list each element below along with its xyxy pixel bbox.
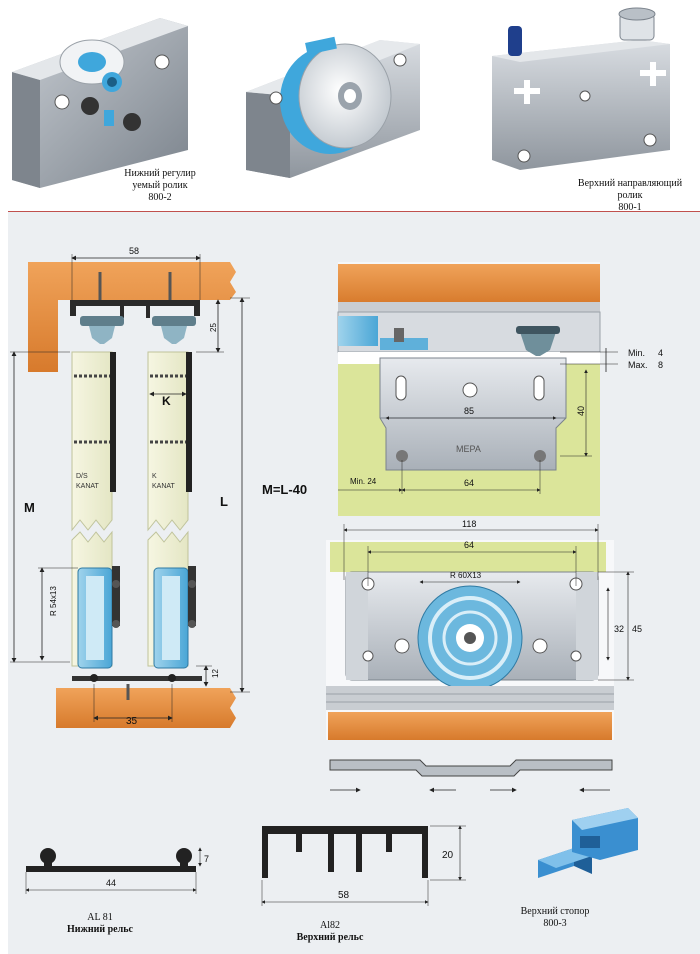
al81-profile: 44 7 44 — [25, 847, 209, 894]
bracket-plate — [379, 357, 567, 471]
al82-name: Верхний рельс — [296, 932, 364, 943]
min-label: Min. — [628, 348, 645, 358]
caption-lower-roller-line1: Нижний регулир — [124, 168, 196, 179]
section-divider — [8, 211, 700, 212]
bottom-rail — [72, 676, 202, 681]
al81-dim-44: 44 — [106, 878, 116, 888]
dim-64-top: 64 — [464, 478, 474, 488]
upper-roller-illustration — [492, 7, 670, 170]
dim-32: 32 — [614, 624, 624, 634]
stopper-name: Верхний стопор — [520, 906, 590, 917]
caption-upper-roller-line2: ролик — [617, 190, 643, 201]
board-text-ds: D/S — [76, 473, 88, 480]
dim-45: 45 — [632, 624, 642, 634]
guide-wheel-illustration — [246, 36, 420, 178]
dim-64-mid: 64 — [464, 540, 474, 550]
right-guide-roller — [160, 322, 188, 344]
brand-mepa: MEPA — [456, 444, 481, 454]
stopper-caption: Верхний стопор 800-3 — [490, 906, 620, 930]
max-label: Max. — [628, 360, 648, 370]
al81-caption: AL 81 Нижний рельс — [40, 912, 160, 936]
stopper-code: 800-3 — [543, 918, 567, 929]
dim-85: 85 — [464, 406, 474, 416]
min-value: 4 — [658, 348, 663, 358]
top-wood-strip — [338, 264, 600, 304]
lower-wood-strip — [328, 712, 612, 740]
dim-40: 40 — [576, 406, 586, 416]
board-text-kanat-right: KANAT — [152, 483, 176, 490]
track-profile — [329, 759, 613, 793]
al81-dim-7: 7 — [204, 854, 209, 864]
caption-upper-roller: Верхний направляющий ролик 800-1 — [560, 178, 700, 214]
right-mid-drawing: 118 64 R 60X13 32 45 — [326, 519, 642, 740]
caption-lower-roller-line2: уемый ролик — [132, 180, 188, 191]
dim-12: 12 — [211, 669, 220, 678]
label-l: L — [220, 494, 228, 509]
left-section-drawing: D/S KANAT K KANAT 58 25 K M — [10, 246, 307, 728]
label-k: K — [162, 394, 171, 408]
upper-stopper-illustration — [538, 808, 638, 878]
dim-118: 118 — [462, 519, 476, 529]
caption-lower-roller: Нижний регулир уемый ролик 800-2 — [100, 168, 220, 204]
lower-rail-strip — [326, 686, 614, 710]
al82-code: Al82 — [320, 920, 340, 931]
al82-dim-58: 58 — [338, 890, 350, 901]
al81-code: AL 81 — [87, 912, 113, 923]
caption-lower-roller-code: 800-2 — [148, 192, 172, 203]
al82-caption: Al82 Верхний рельс — [270, 920, 390, 944]
dim-top-width: 58 — [129, 246, 139, 256]
label-m: M — [24, 500, 35, 515]
caption-upper-roller-code: 800-1 — [618, 202, 642, 213]
wheel-label-r54x13: R 54x13 — [49, 586, 58, 616]
wheel-label-r60x13: R 60X13 — [450, 571, 482, 580]
board-text-k: K — [152, 473, 157, 480]
dim-25: 25 — [209, 323, 218, 332]
min-24: Min. 24 — [350, 477, 377, 486]
right-top-drawing: MEPA Min. 4 Max. 8 85 40 Min. 24 64 — [337, 262, 663, 516]
bottom-wood-beam — [56, 688, 236, 728]
formula-m-l-40: M=L-40 — [262, 482, 307, 497]
top-wood-beam — [28, 262, 236, 372]
left-guide-roller — [88, 322, 116, 344]
guide-roller-top — [520, 332, 556, 356]
al82-dim-20: 20 — [442, 850, 454, 861]
top-illustrations — [12, 7, 670, 188]
top-rail-profile — [70, 300, 200, 318]
board-text-kanat-left: KANAT — [76, 483, 100, 490]
lower-roller-illustration — [12, 18, 188, 188]
max-value: 8 — [658, 360, 663, 370]
caption-upper-roller-line1: Верхний направляющий — [577, 178, 683, 189]
dim-bottom-width: 35 — [126, 716, 138, 727]
al81-name: Нижний рельс — [67, 924, 133, 935]
al82-profile: 20 58 — [261, 825, 466, 906]
